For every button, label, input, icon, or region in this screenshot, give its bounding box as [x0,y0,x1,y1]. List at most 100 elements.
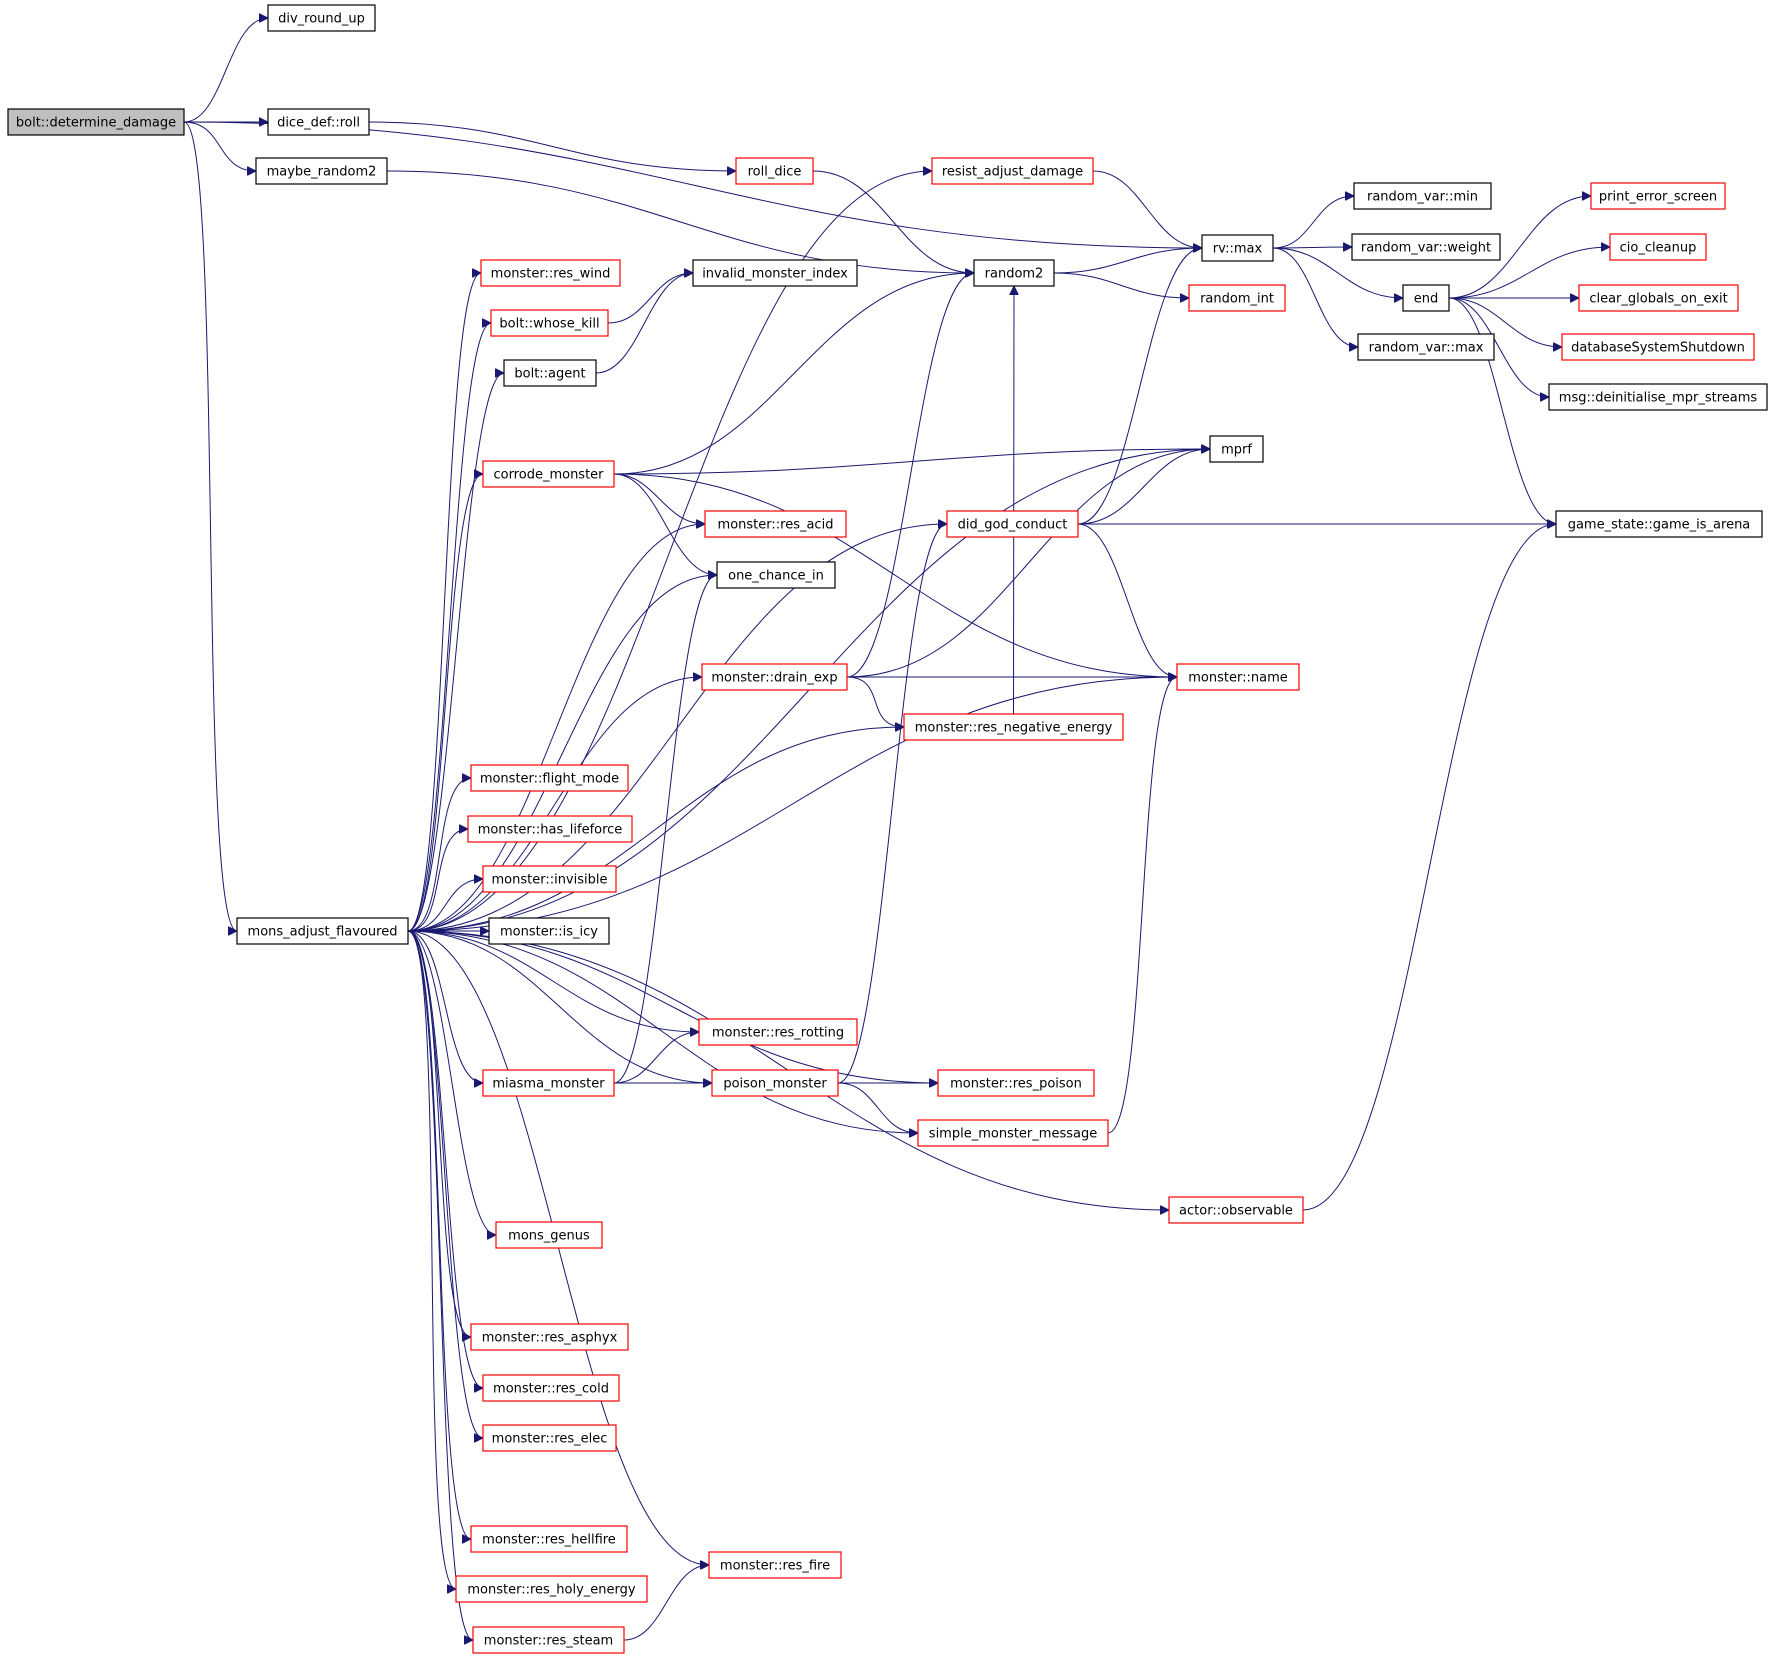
node-msg-deinitialise-mpr-streams[interactable]: msg::deinitialise_mpr_streams [1548,383,1768,411]
node-print-error-screen[interactable]: print_error_screen [1590,182,1726,210]
node-box[interactable] [973,259,1055,287]
node-monster-res-cold[interactable]: monster::res_cold [482,1374,620,1402]
node-bolt-whose-kill[interactable]: bolt::whose_kill [490,309,609,337]
node-box[interactable] [7,108,185,136]
node-one-chance-in[interactable]: one_chance_in [716,561,836,589]
node-monster-has-lifeforce[interactable]: monster::has_lifeforce [467,815,633,843]
node-box[interactable] [704,510,847,538]
node-box[interactable] [482,1374,620,1402]
node-monster-flight-mode[interactable]: monster::flight_mode [470,764,629,792]
node-resist-adjust-damage[interactable]: resist_adjust_damage [931,157,1094,185]
node-monster-name[interactable]: monster::name [1176,663,1300,691]
node-poison-monster[interactable]: poison_monster [711,1069,839,1097]
node-box[interactable] [735,157,814,185]
node-box[interactable] [472,1626,625,1654]
node-box[interactable] [708,1551,842,1579]
node-dice-def-roll[interactable]: dice_def::roll [267,108,370,136]
node-box[interactable] [1209,435,1264,463]
node-box[interactable] [1176,663,1300,691]
node-box[interactable] [255,157,388,185]
node-box[interactable] [692,259,858,287]
node-monster-res-negative-energy[interactable]: monster::res_negative_energy [903,713,1124,741]
node-box[interactable] [488,917,610,945]
node-rv-max[interactable]: rv::max [1201,234,1274,262]
node-box[interactable] [236,917,409,945]
node-end[interactable]: end [1402,284,1450,312]
node-monster-res-rotting[interactable]: monster::res_rotting [698,1018,858,1046]
node-box[interactable] [917,1119,1109,1147]
node-monster-res-holy-energy[interactable]: monster::res_holy_energy [455,1575,648,1603]
node-box[interactable] [482,1069,615,1097]
node-box[interactable] [455,1575,648,1603]
node-box[interactable] [490,309,609,337]
node-box[interactable] [1201,234,1274,262]
node-box[interactable] [480,259,621,287]
node-databasesystemshutdown[interactable]: databaseSystemShutdown [1561,333,1755,361]
node-monster-res-asphyx[interactable]: monster::res_asphyx [470,1323,629,1351]
node-box[interactable] [1353,182,1492,210]
node-box[interactable] [470,764,629,792]
node-actor-observable[interactable]: actor::observable [1168,1196,1304,1224]
node-box[interactable] [495,1221,603,1249]
node-monster-res-fire[interactable]: monster::res_fire [708,1551,842,1579]
node-box[interactable] [931,157,1094,185]
node-simple-monster-message[interactable]: simple_monster_message [917,1119,1109,1147]
node-monster-res-steam[interactable]: monster::res_steam [472,1626,625,1654]
node-box[interactable] [482,1424,617,1452]
node-miasma-monster[interactable]: miasma_monster [482,1069,615,1097]
node-monster-is-icy[interactable]: monster::is_icy [488,917,610,945]
node-monster-res-elec[interactable]: monster::res_elec [482,1424,617,1452]
node-box[interactable] [1555,510,1763,538]
node-box[interactable] [267,4,376,32]
node-monster-res-wind[interactable]: monster::res_wind [480,259,621,287]
node-box[interactable] [1168,1196,1304,1224]
node-clear-globals-on-exit[interactable]: clear_globals_on_exit [1578,284,1739,312]
node-monster-drain-exp[interactable]: monster::drain_exp [701,663,848,691]
node-box[interactable] [503,359,597,387]
node-box[interactable] [1357,333,1495,361]
node-monster-res-hellfire[interactable]: monster::res_hellfire [470,1525,628,1553]
node-box[interactable] [903,713,1124,741]
node-invalid-monster-index[interactable]: invalid_monster_index [692,259,858,287]
node-box[interactable] [1188,284,1286,312]
node-box[interactable] [698,1018,858,1046]
node-monster-res-poison[interactable]: monster::res_poison [937,1069,1095,1097]
node-game-state-game-is-arena[interactable]: game_state::game_is_arena [1555,510,1763,538]
node-bolt-determine-damage[interactable]: bolt::determine_damage [7,108,185,136]
node-box[interactable] [716,561,836,589]
node-box[interactable] [711,1069,839,1097]
node-box[interactable] [1548,383,1768,411]
node-random-var-min[interactable]: random_var::min [1353,182,1492,210]
node-box[interactable] [701,663,848,691]
node-did-god-conduct[interactable]: did_god_conduct [946,510,1079,538]
node-box[interactable] [470,1323,629,1351]
node-mons-genus[interactable]: mons_genus [495,1221,603,1249]
node-maybe-random2[interactable]: maybe_random2 [255,157,388,185]
node-random2[interactable]: random2 [973,259,1055,287]
node-box[interactable] [482,460,615,488]
node-box[interactable] [470,1525,628,1553]
node-roll-dice[interactable]: roll_dice [735,157,814,185]
node-box[interactable] [482,865,617,893]
node-monster-res-acid[interactable]: monster::res_acid [704,510,847,538]
node-cio-cleanup[interactable]: cio_cleanup [1609,233,1707,261]
node-monster-invisible[interactable]: monster::invisible [482,865,617,893]
node-box[interactable] [946,510,1079,538]
node-box[interactable] [1609,233,1707,261]
node-box[interactable] [1561,333,1755,361]
node-random-var-weight[interactable]: random_var::weight [1351,233,1501,261]
node-random-int[interactable]: random_int [1188,284,1286,312]
node-box[interactable] [1590,182,1726,210]
node-bolt-agent[interactable]: bolt::agent [503,359,597,387]
node-box[interactable] [1578,284,1739,312]
node-box[interactable] [1351,233,1501,261]
node-mprf[interactable]: mprf [1209,435,1264,463]
node-box[interactable] [267,108,370,136]
node-box[interactable] [1402,284,1450,312]
node-box[interactable] [467,815,633,843]
node-div-round-up[interactable]: div_round_up [267,4,376,32]
node-corrode-monster[interactable]: corrode_monster [482,460,615,488]
node-mons-adjust-flavoured[interactable]: mons_adjust_flavoured [236,917,409,945]
node-random-var-max[interactable]: random_var::max [1357,333,1495,361]
node-box[interactable] [937,1069,1095,1097]
